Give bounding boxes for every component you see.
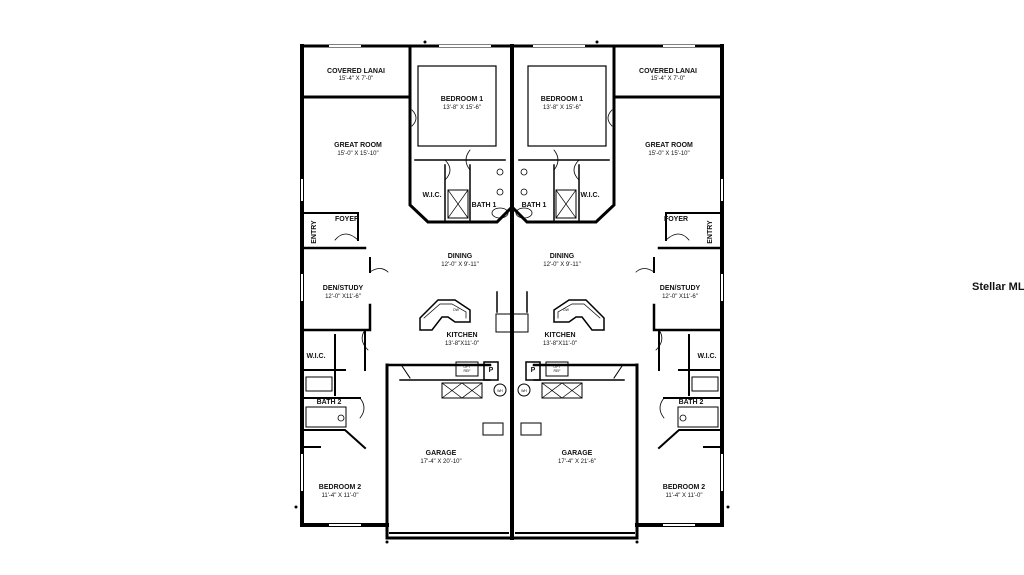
corner-markers [294,40,730,544]
left-dining-name: DINING [448,253,473,260]
right-bath1-name: BATH 1 [522,202,547,209]
left-dining-dims: 12'-0" X 9'-11" [441,262,478,268]
left-bedroom2-name: BEDROOM 2 [319,484,362,491]
left-garage-name: GARAGE [426,450,457,457]
left-lanai-dims: 15'-4" X 7'-0" [339,76,374,82]
right-wic1-name: W.I.C. [580,192,599,199]
right-dining-dims: 12'-0" X 9'-11" [543,262,580,268]
left-unit-walls [300,44,514,540]
right-lanai-name: COVERED LANAI [639,68,697,75]
left-unit-labels: COVERED LANAI 15'-4" X 7'-0" BEDROOM 1 1… [306,68,503,499]
right-pantry-label: P [531,367,536,374]
left-great-room-name: GREAT ROOM [334,142,382,149]
left-great-room-dims: 15'-0" X 15'-10" [337,151,378,157]
right-great-room-dims: 15'-0" X 15'-10" [648,151,689,157]
right-great-room-name: GREAT ROOM [645,142,693,149]
right-unit-walls [510,44,724,540]
left-pantry-label: P [489,367,494,374]
right-foyer-name: FOYER [664,216,688,223]
right-den-dims: 12'-0" X11'-6" [662,294,698,300]
watermark: Stellar MLS [972,281,1024,293]
right-dining-name: DINING [550,253,575,260]
right-entry-name: ENTRY [707,220,714,244]
right-den-name: DEN/STUDY [660,285,701,292]
left-wh-label: WH [497,389,503,393]
left-bath1-name: BATH 1 [472,202,497,209]
right-kitchen-dims: 13'-8"X11'-0" [543,341,577,347]
left-den-dims: 12'-0" X11'-6" [325,294,361,300]
right-garage-dims: 17'-4" X 21'-6" [558,459,596,465]
left-lanai-name: COVERED LANAI [327,68,385,75]
left-den-name: DEN/STUDY [323,285,364,292]
right-lanai-dims: 15'-4" X 7'-0" [651,76,686,82]
left-garage-dims: 17'-4" X 20'-10" [420,459,461,465]
left-wic1-name: W.I.C. [422,192,441,199]
left-dw-label: DW [453,308,460,312]
right-bedroom2-dims: 11'-4" X 11'-0" [665,493,702,499]
right-dw-label: DW [563,308,570,312]
right-unit-labels: COVERED LANAI 15'-4" X 7'-0" BEDROOM 1 1… [521,68,717,499]
left-bath2-name: BATH 2 [317,399,342,406]
left-entry-name: ENTRY [311,220,318,244]
left-bedroom2-dims: 11'-4" X 11'-0" [321,493,358,499]
right-kitchen-name: KITCHEN [544,332,575,339]
left-bedroom1-name: BEDROOM 1 [441,96,484,103]
left-bedroom1-dims: 13'-8" X 15'-6" [443,105,481,111]
left-wic2-name: W.I.C. [306,353,325,360]
left-kitchen-name: KITCHEN [446,332,477,339]
left-kitchen-dims: 13'-8"X11'-0" [445,341,479,347]
right-wic2-name: W.I.C. [697,353,716,360]
right-bedroom1-dims: 13'-8" X 15'-6" [543,105,581,111]
right-bath2-name: BATH 2 [679,399,704,406]
right-garage-name: GARAGE [562,450,593,457]
left-foyer-name: FOYER [335,216,359,223]
right-bedroom2-name: BEDROOM 2 [663,484,706,491]
right-wh-label: WH [521,389,527,393]
right-bedroom1-name: BEDROOM 1 [541,96,584,103]
